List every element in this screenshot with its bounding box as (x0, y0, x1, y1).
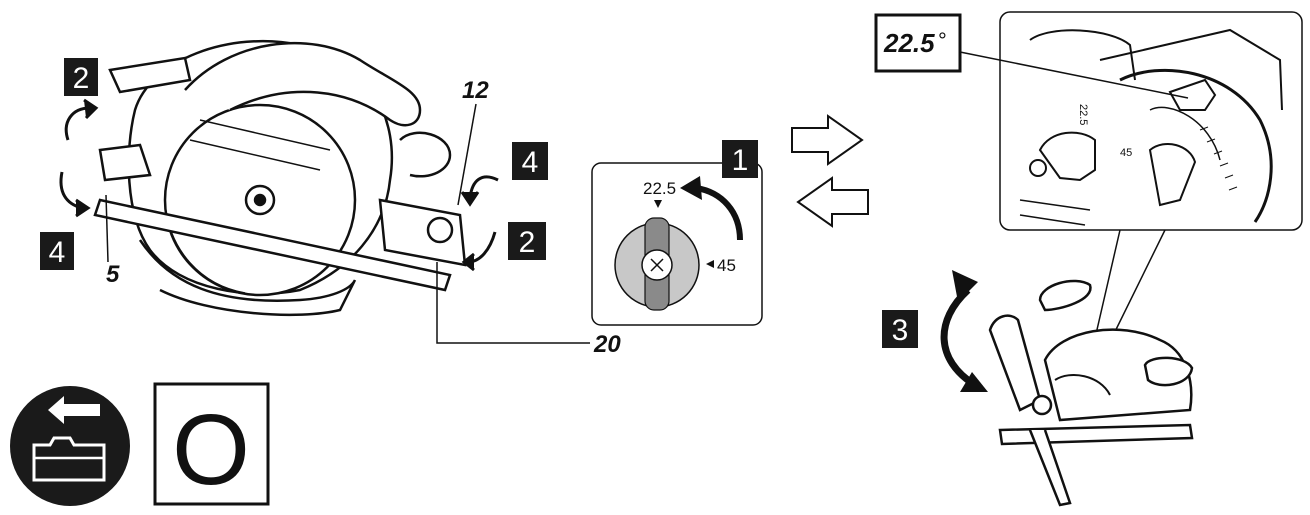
dial-pointer-45 (706, 260, 714, 268)
dial-turn-arrow-icon (680, 176, 743, 241)
step-badge-4-left: 4 (40, 232, 74, 270)
angle-readout-box: 22.5 ° (874, 13, 1189, 99)
step-badge-2-left: 2 (64, 58, 98, 96)
callout-5: 5 (106, 261, 120, 288)
callout-12: 12 (462, 77, 489, 104)
angle-unit: ° (938, 28, 947, 53)
step-badge-1: 1 (722, 140, 758, 178)
svg-text:4: 4 (49, 236, 66, 269)
rotate-arrow-left-upper (64, 98, 99, 141)
svg-text:3: 3 (892, 314, 909, 347)
callout-12-leader (457, 103, 477, 206)
angle-leader (959, 51, 1189, 99)
step-badge-4-right: 4 (512, 142, 548, 180)
tilt-double-arrow-icon (940, 270, 988, 392)
callout-20-leader (436, 262, 590, 344)
dial-label-22-5: 22.5 (643, 179, 676, 198)
battery-off-symbol: O (153, 382, 270, 506)
double-arrow-icon (791, 114, 869, 228)
scale-label-45: 45 (1120, 147, 1132, 159)
svg-text:1: 1 (732, 144, 749, 177)
svg-text:4: 4 (522, 146, 539, 179)
tilted-saw-illustration (988, 279, 1194, 507)
dial-detail-panel: 1 22.5 45 (591, 140, 763, 326)
battery-removed-icon (10, 386, 130, 506)
step-badge-2-right: 2 (508, 222, 546, 260)
rotate-arrow-right-lower (461, 231, 497, 272)
battery-off-letter: O (172, 394, 250, 506)
bevel-scale-ticks (1199, 126, 1238, 191)
bevel-scale-zoom-panel: 22.5 45 (999, 11, 1303, 231)
dial-pointer-22-5 (654, 200, 662, 208)
scale-label-22-5: 22.5 (1077, 104, 1089, 125)
svg-text:2: 2 (519, 226, 536, 259)
dial-center-x-icon (650, 258, 664, 272)
callout-20: 20 (593, 331, 621, 358)
callout-5-leader (105, 194, 109, 263)
dial-label-45: 45 (717, 256, 736, 275)
rotate-arrow-left-lower (59, 171, 91, 218)
rotate-arrow-right-upper (460, 175, 499, 207)
arrow-left-icon (48, 396, 100, 424)
svg-text:2: 2 (73, 62, 90, 95)
step-badge-3: 3 (882, 310, 918, 348)
circular-saw-illustration (93, 39, 467, 317)
angle-value: 22.5 (883, 28, 935, 58)
